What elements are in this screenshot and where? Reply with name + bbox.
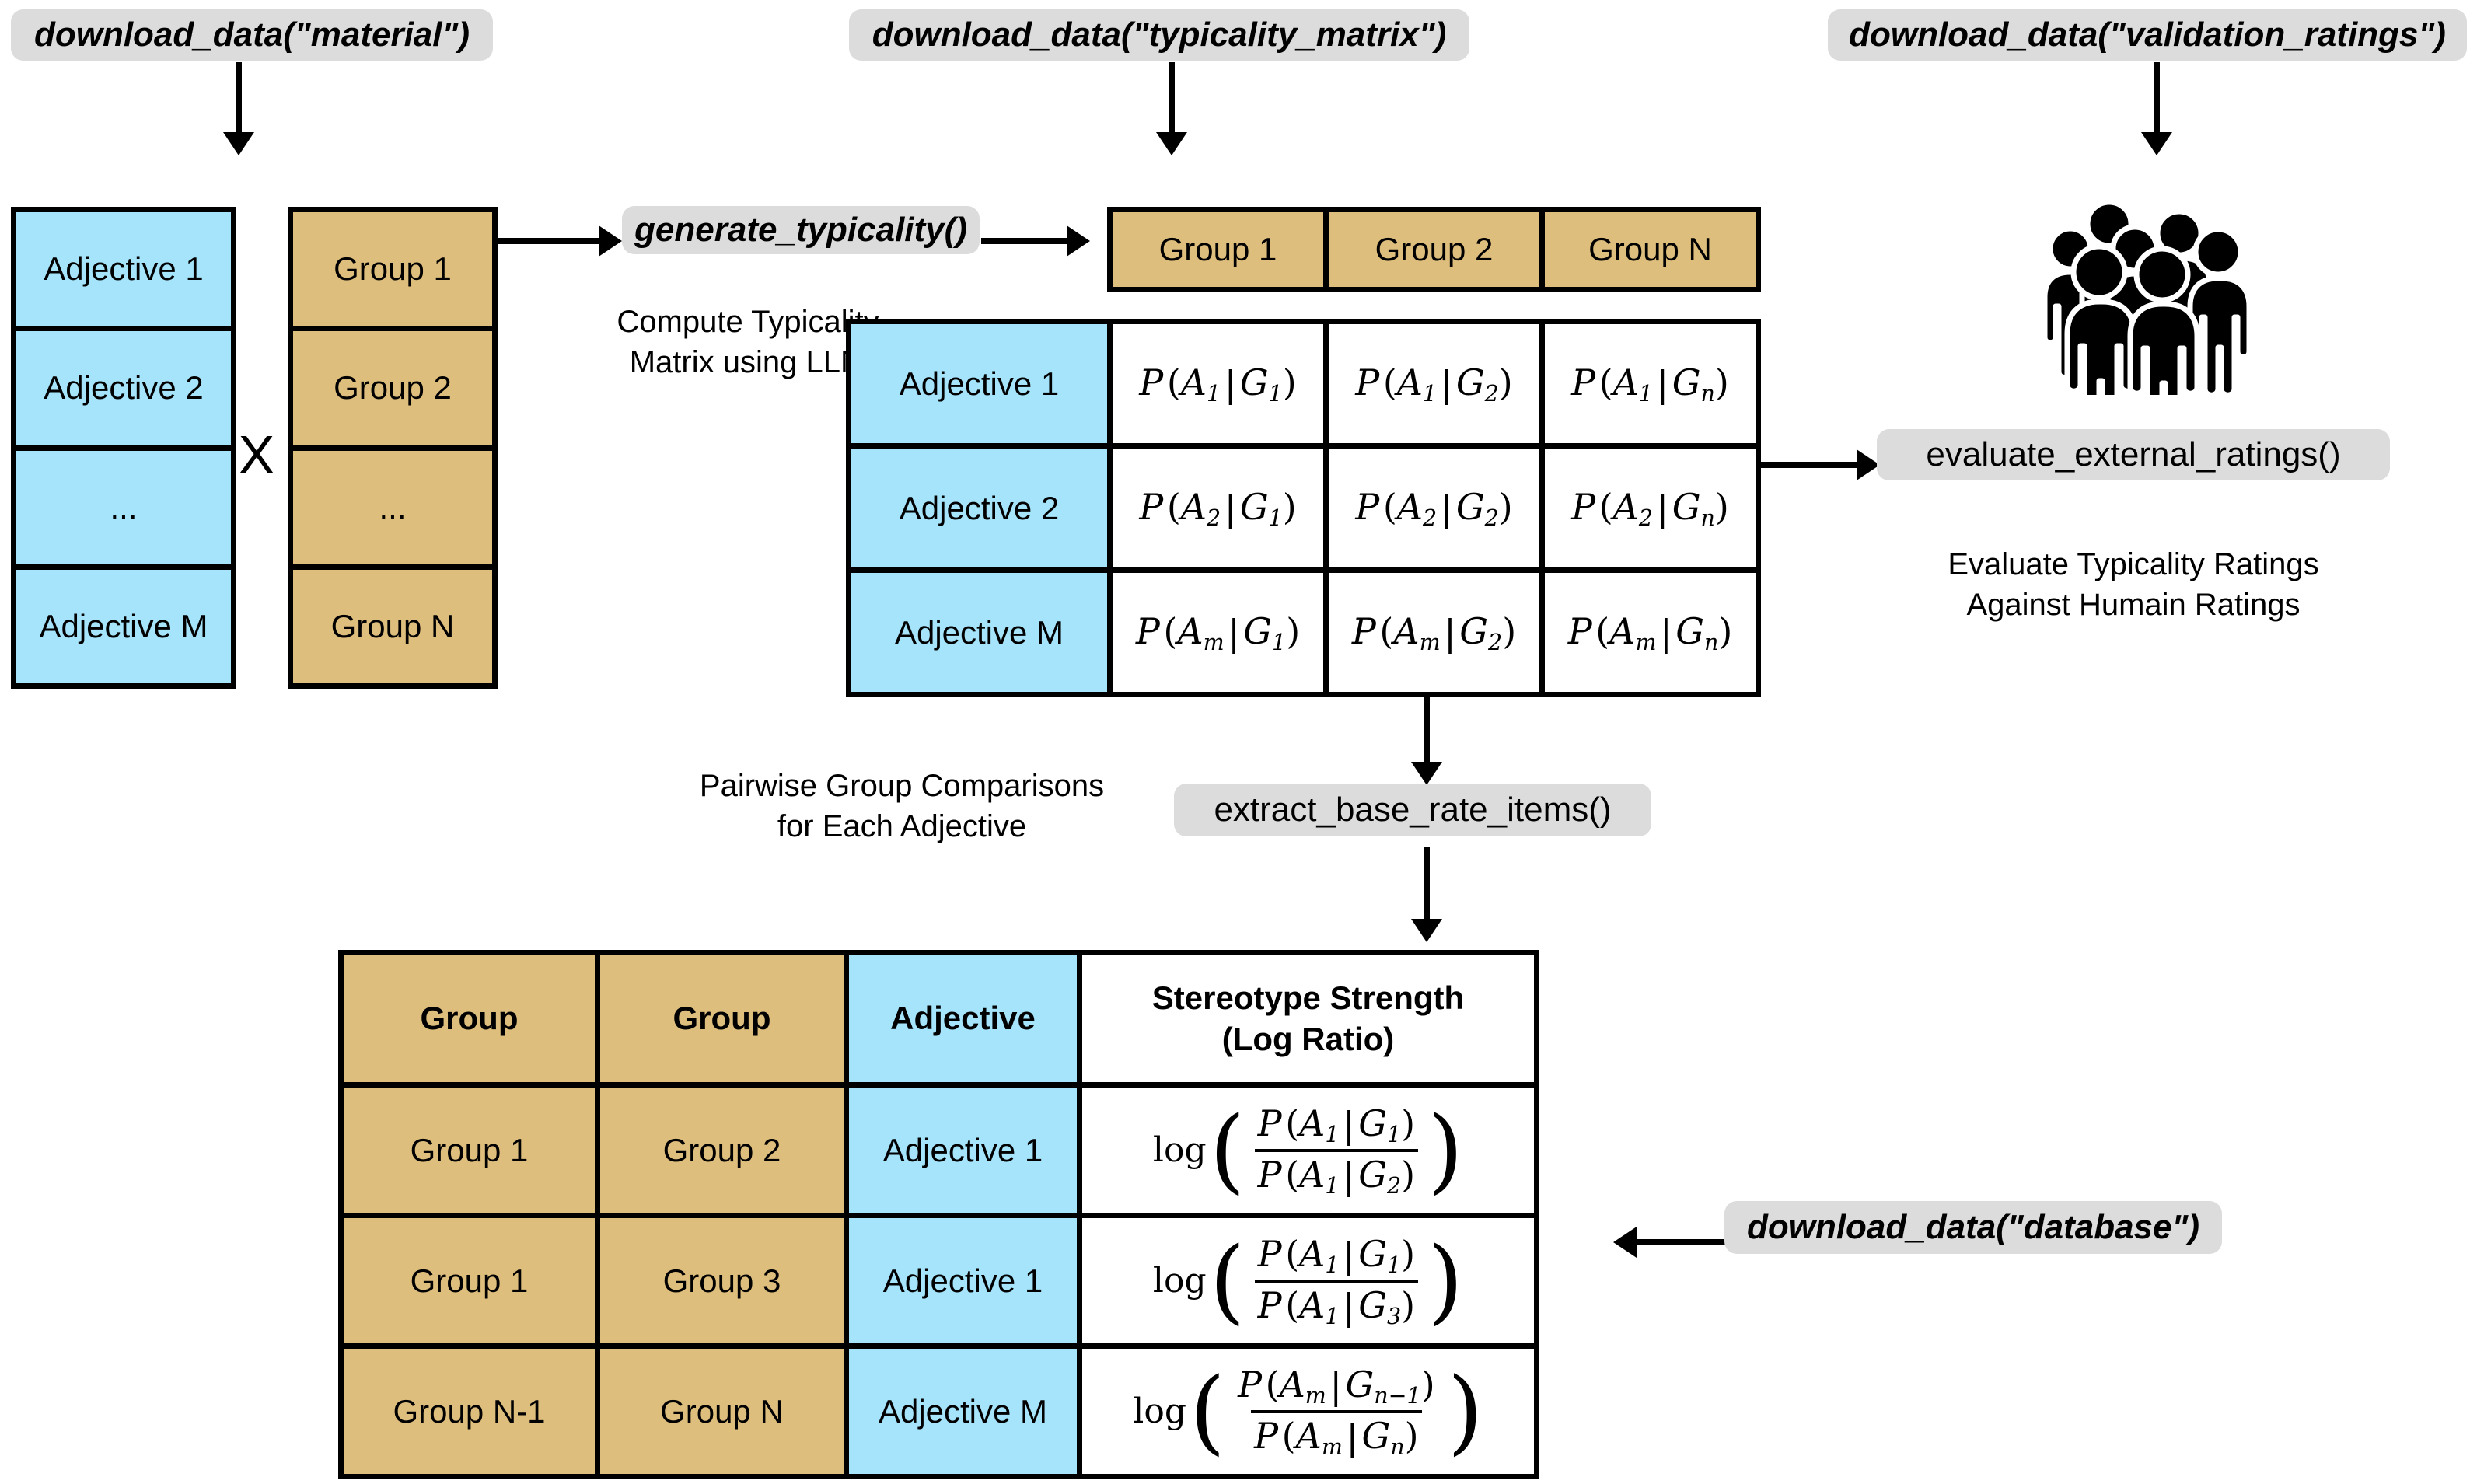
table-row: Group 1 Group 2 Group N bbox=[1107, 207, 1761, 292]
cell-adjective: Adjective 1 bbox=[844, 1213, 1082, 1349]
crowd-icon bbox=[2035, 199, 2261, 440]
arrow-validation-to-crowd bbox=[2141, 62, 2172, 155]
group-item[interactable]: Group 1 bbox=[293, 212, 492, 332]
matrix-col-header[interactable]: Group N bbox=[1539, 207, 1761, 292]
arrow-matrix-to-evaluate bbox=[1756, 449, 1880, 480]
arrow-groups-to-generate bbox=[498, 225, 622, 257]
table-row: Adjective 2 P (A2|G1) P (A2|G2) P (A2|Gn… bbox=[846, 443, 1761, 573]
column-header-stereotype-strength[interactable]: Stereotype Strength (Log Ratio) bbox=[1077, 950, 1539, 1088]
group-item[interactable]: Group N bbox=[293, 569, 492, 683]
arrow-matrix-to-extract bbox=[1411, 692, 1442, 785]
arrow-extract-to-table bbox=[1411, 847, 1442, 942]
typicality-matrix-header: Group 1 Group 2 Group N bbox=[1107, 207, 1761, 292]
matrix-col-header[interactable]: Group 1 bbox=[1107, 207, 1329, 292]
matrix-cell: P (Am|G2) bbox=[1323, 567, 1545, 697]
evaluate-external-ratings-pill[interactable]: evaluate_external_ratings() bbox=[1877, 429, 2390, 480]
cell-log-ratio: log ( P (A1|G1) P (A1|G3) ) bbox=[1077, 1213, 1539, 1349]
adjective-item[interactable]: Adjective 1 bbox=[16, 212, 231, 332]
multiply-symbol: X bbox=[238, 424, 275, 485]
matrix-cell: P (Am|Gn) bbox=[1539, 567, 1761, 697]
typicality-matrix-body: Adjective 1 P (A1|G1) P (A1|G2) P (A1|Gn… bbox=[846, 319, 1761, 697]
arrow-typicality-matrix-download bbox=[1156, 62, 1187, 155]
cell-group-a: Group 1 bbox=[338, 1213, 600, 1349]
cell-group-b: Group 3 bbox=[595, 1213, 849, 1349]
adjective-item[interactable]: Adjective 2 bbox=[16, 331, 231, 451]
pairwise-comparisons-caption: Pairwise Group Comparisons for Each Adje… bbox=[699, 769, 1105, 843]
download-validation-ratings-pill[interactable]: download_data("validation_ratings") bbox=[1828, 9, 2467, 61]
matrix-cell: P (A2|G1) bbox=[1107, 443, 1329, 573]
arrow-material-to-adjectives bbox=[223, 62, 254, 155]
table-row: Adjective M P (Am|G1) P (Am|G2) P (Am|Gn… bbox=[846, 567, 1761, 697]
log-operator: log bbox=[1152, 1261, 1207, 1301]
matrix-cell: P (A1|Gn) bbox=[1539, 319, 1761, 449]
table-row: Adjective 1 P (A1|G1) P (A1|G2) P (A1|Gn… bbox=[846, 319, 1761, 449]
matrix-row-header[interactable]: Adjective 1 bbox=[846, 319, 1113, 449]
arrow-generate-to-matrix bbox=[981, 225, 1090, 257]
cell-group-b: Group 2 bbox=[595, 1082, 849, 1218]
cell-group-a: Group 1 bbox=[338, 1082, 600, 1218]
matrix-cell: P (A2|Gn) bbox=[1539, 443, 1761, 573]
column-header-adjective[interactable]: Adjective bbox=[844, 950, 1082, 1088]
cell-adjective: Adjective 1 bbox=[844, 1082, 1082, 1218]
extract-base-rate-items-pill[interactable]: extract_base_rate_items() bbox=[1174, 784, 1651, 836]
matrix-cell: P (Am|G1) bbox=[1107, 567, 1329, 697]
cell-log-ratio: log ( P (A1|G1) P (A1|G2) ) bbox=[1077, 1082, 1539, 1218]
cell-log-ratio: log ( P (Am|Gn−1) P (Am|Gn) ) bbox=[1077, 1343, 1539, 1479]
adjective-item[interactable]: ... bbox=[16, 450, 231, 570]
cell-adjective: Adjective M bbox=[844, 1343, 1082, 1479]
matrix-row-header[interactable]: Adjective M bbox=[846, 567, 1113, 697]
download-typicality-matrix-pill[interactable]: download_data("typicality_matrix") bbox=[849, 9, 1469, 61]
matrix-cell: P (A1|G2) bbox=[1323, 319, 1545, 449]
log-operator: log bbox=[1152, 1130, 1207, 1170]
download-material-pill[interactable]: download_data("material") bbox=[11, 9, 493, 61]
base-rate-table: Group Group Adjective Stereotype Strengt… bbox=[338, 950, 1539, 1479]
cell-group-a: Group N-1 bbox=[338, 1343, 600, 1479]
table-row: Group N-1 Group N Adjective M log ( P (A… bbox=[338, 1343, 1539, 1479]
download-database-pill[interactable]: download_data("database") bbox=[1724, 1201, 2222, 1254]
evaluate-against-human-caption: Evaluate Typicality Ratings Against Huma… bbox=[1948, 547, 2319, 622]
generate-typicality-pill[interactable]: generate_typicality() bbox=[622, 206, 980, 254]
adjective-item[interactable]: Adjective M bbox=[16, 569, 231, 683]
group-item[interactable]: ... bbox=[293, 450, 492, 570]
matrix-col-header[interactable]: Group 2 bbox=[1323, 207, 1545, 292]
table-header-row: Group Group Adjective Stereotype Strengt… bbox=[338, 950, 1539, 1088]
column-header-group-a[interactable]: Group bbox=[338, 950, 600, 1088]
adjective-list: Adjective 1 Adjective 2 ... Adjective M bbox=[11, 207, 236, 689]
table-row: Group 1 Group 3 Adjective 1 log ( P (A1|… bbox=[338, 1213, 1539, 1349]
group-item[interactable]: Group 2 bbox=[293, 331, 492, 451]
matrix-cell: P (A1|G1) bbox=[1107, 319, 1329, 449]
matrix-cell: P (A2|G2) bbox=[1323, 443, 1545, 573]
column-header-group-b[interactable]: Group bbox=[595, 950, 849, 1088]
table-row: Group 1 Group 2 Adjective 1 log ( P (A1|… bbox=[338, 1082, 1539, 1218]
log-operator: log bbox=[1133, 1391, 1187, 1431]
group-list: Group 1 Group 2 ... Group N bbox=[288, 207, 498, 689]
cell-group-b: Group N bbox=[595, 1343, 849, 1479]
matrix-row-header[interactable]: Adjective 2 bbox=[846, 443, 1113, 573]
